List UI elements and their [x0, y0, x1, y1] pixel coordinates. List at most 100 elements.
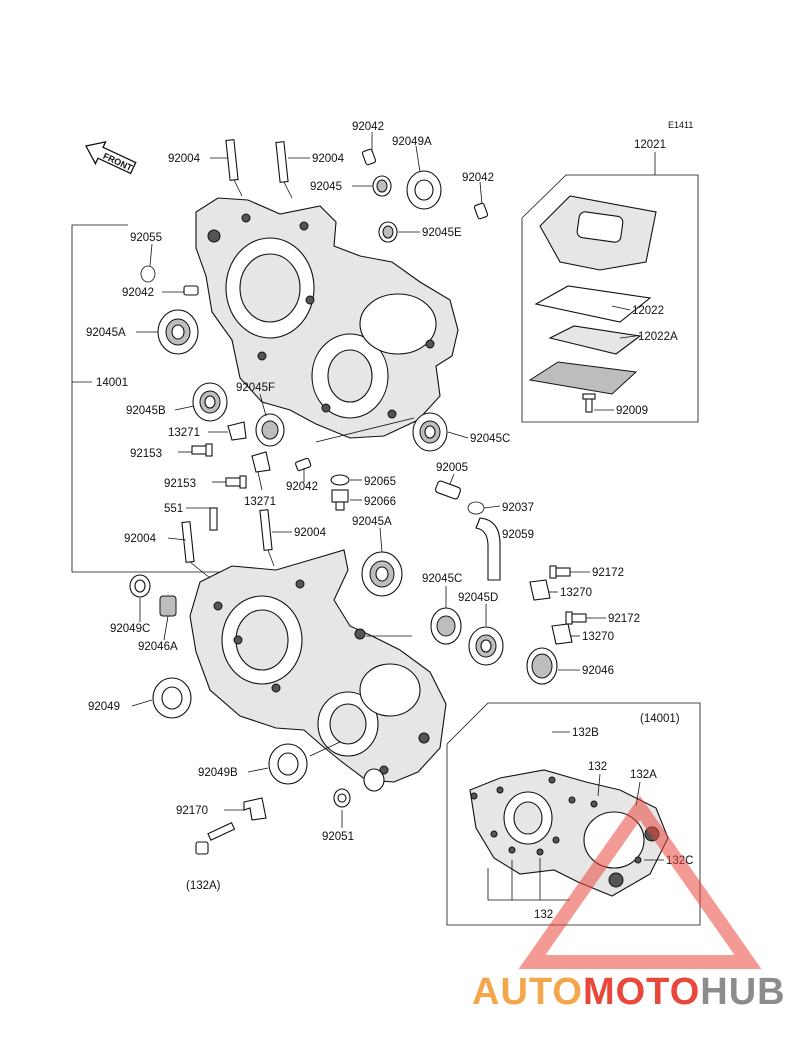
bracket-13270-a — [529, 579, 551, 601]
label-92042-d: 92042 — [286, 481, 318, 493]
reed-stopper-12022A — [548, 325, 642, 355]
bracket-13271-a — [227, 421, 247, 441]
bearing-92045A-lower — [361, 551, 403, 597]
seal-92049 — [152, 677, 192, 719]
label-92045E: 92045E — [422, 227, 462, 239]
screw-92009 — [582, 393, 596, 413]
part-labels: E1411 92004 92004 92042 92049A 92045 920… — [86, 120, 694, 921]
oring-92055 — [140, 265, 156, 283]
leader-lines — [131, 132, 664, 901]
watermark-text: AUTOMOTOHUB — [472, 971, 786, 1013]
group-bracket-14001 — [71, 224, 272, 573]
label-132A-bolt: (132A) — [186, 880, 221, 892]
bearing-92046 — [526, 647, 558, 685]
watermark-part-moto: MOTO — [583, 971, 700, 1013]
label-132A: 132A — [630, 769, 657, 781]
label-92170: 92170 — [176, 805, 208, 817]
watermark-triangle-icon — [518, 795, 762, 969]
label-92045F: 92045F — [236, 382, 275, 394]
label-92046: 92046 — [582, 665, 614, 677]
watermark-logo: AUTOMOTOHUB — [472, 795, 786, 1013]
pin-551 — [209, 507, 218, 531]
label-92049C: 92049C — [110, 623, 150, 635]
label-92049: 92049 — [88, 701, 120, 713]
label-14001: 14001 — [96, 377, 128, 389]
label-92045C-lower: 92045C — [422, 573, 462, 585]
stud-92004-lower-left — [181, 521, 211, 579]
label-92042-c: 92042 — [122, 287, 154, 299]
label-92055: 92055 — [130, 232, 162, 244]
washer-92065 — [330, 474, 350, 486]
fitting-92005 — [434, 480, 462, 500]
label-92049A: 92049A — [392, 136, 432, 148]
label-132B: 132B — [572, 727, 599, 739]
label-14001-inset: (14001) — [640, 713, 680, 725]
dowel-92042-d — [295, 457, 312, 472]
bearing-92045F — [255, 413, 285, 447]
inset-crankcase — [469, 769, 669, 897]
label-13271-b: 13271 — [244, 496, 276, 508]
reed-cage — [528, 361, 638, 395]
bolt-92153-a — [191, 443, 213, 457]
bearing-92045A-upper — [157, 309, 199, 355]
label-92153-a: 92153 — [130, 448, 162, 460]
label-92172-a: 92172 — [592, 567, 624, 579]
lower-crankcase — [189, 549, 447, 783]
seal-92051 — [333, 788, 351, 808]
label-92009: 92009 — [616, 405, 648, 417]
dowel-92042-a — [361, 148, 377, 166]
seal-92049B — [268, 743, 308, 785]
front-arrow-icon: FRONT — [85, 140, 137, 175]
hose-92059 — [475, 517, 501, 581]
label-92065: 92065 — [364, 476, 396, 488]
label-92004-c: 92004 — [124, 533, 157, 545]
bearing-92045D — [468, 626, 504, 666]
label-12022: 12022 — [632, 305, 664, 317]
watermark-part-auto: AUTO — [472, 971, 583, 1013]
reed-plate-12022 — [534, 285, 652, 323]
clamp-92037 — [467, 501, 485, 515]
label-92045: 92045 — [310, 181, 342, 193]
label-92051: 92051 — [322, 831, 354, 843]
bearing-92045-small — [372, 175, 392, 197]
bearing-92046A — [159, 595, 177, 617]
bearing-92045C-lower — [430, 607, 462, 645]
label-92046A: 92046A — [138, 641, 178, 653]
bearing-92045C-upper — [412, 412, 448, 452]
reed-valve-body — [539, 195, 657, 271]
reed-valve-box — [521, 152, 699, 423]
stud-92004-upper-left — [225, 139, 243, 197]
bearing-92045B — [192, 382, 228, 422]
label-92004-b: 92004 — [312, 153, 345, 165]
inset-box-14001 — [446, 702, 701, 926]
label-132-bottom: 132 — [534, 909, 553, 921]
label-92004-d: 92004 — [294, 527, 327, 539]
label-132-top: 132 — [588, 761, 607, 773]
label-92042-b: 92042 — [462, 172, 494, 184]
label-12022A: 12022A — [638, 331, 678, 343]
label-92045C-upper: 92045C — [470, 433, 510, 445]
label-13270-a: 13270 — [560, 587, 592, 599]
watermark-part-hub: HUB — [700, 971, 785, 1013]
label-92037: 92037 — [502, 502, 534, 514]
label-92005: 92005 — [436, 462, 468, 474]
seal-92049C — [129, 574, 151, 598]
label-13271-a: 13271 — [168, 427, 200, 439]
label-92045A-lower: 92045A — [352, 516, 392, 528]
label-12021: 12021 — [634, 139, 666, 151]
bolt-92172-b — [565, 611, 587, 625]
bracket-13271-b — [251, 451, 271, 473]
bracket-13270-b — [551, 623, 573, 645]
upper-crankcase — [195, 197, 459, 439]
label-92172-b: 92172 — [608, 613, 640, 625]
seal-ring-lower — [363, 768, 385, 792]
plug-92066 — [331, 489, 349, 511]
label-92045D: 92045D — [458, 592, 498, 604]
label-92045B: 92045B — [126, 405, 166, 417]
label-92066: 92066 — [364, 496, 396, 508]
bearing-92045E — [378, 221, 398, 243]
bolt-92153-b — [225, 475, 247, 489]
seal-92049A — [406, 170, 442, 210]
bolt-92172-a — [549, 565, 571, 579]
